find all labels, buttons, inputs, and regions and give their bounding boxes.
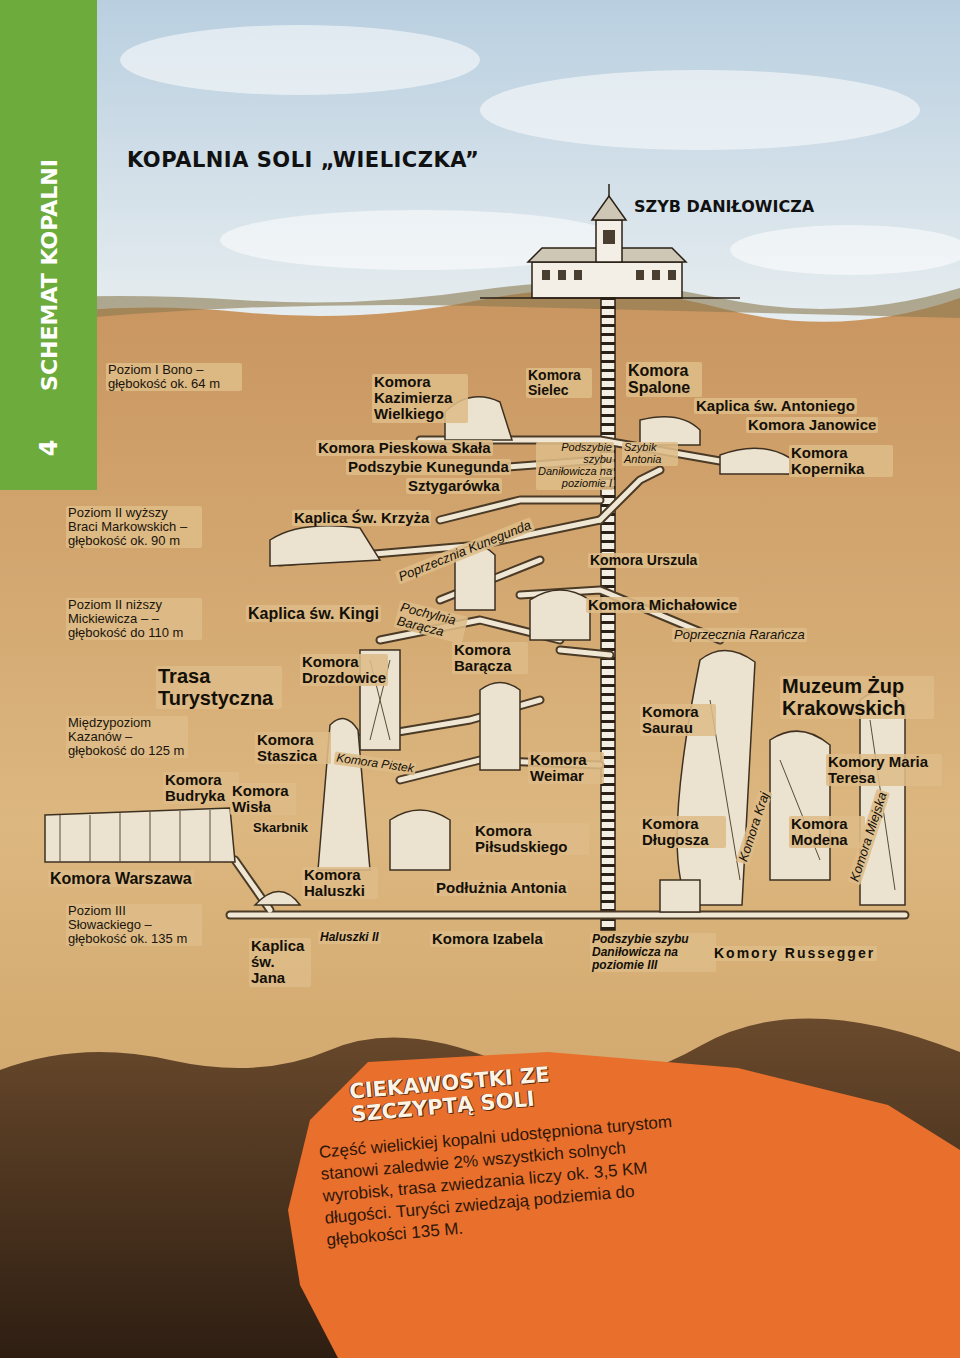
chamber-label: Sztygarówka (406, 478, 502, 494)
chamber-label: Komora Pistek (333, 751, 416, 775)
chamber-label: Komora Janowice (746, 417, 878, 433)
chamber-label: Komora Drozdowice (300, 654, 388, 686)
chamber-label: Podszybie Kunegunda (346, 459, 511, 475)
chamber-label: Kaplica św. Antoniego (694, 398, 857, 414)
chamber-label: Poprzecznia Rarańcza (672, 628, 807, 642)
ground (0, 290, 960, 1358)
chamber-label: Komora Warszawa (48, 870, 194, 887)
chamber-label: Komora Izabela (430, 931, 545, 947)
mine-shaft (601, 298, 615, 930)
page-title: KOPALNIA SOLI „WIELICZKA” (127, 148, 479, 172)
chamber-label: Komora Staszica (255, 732, 331, 764)
chamber-label: Komora Urszula (588, 553, 699, 568)
blob-shape (288, 1052, 960, 1358)
chamber-label: Skarbnik (251, 821, 310, 835)
chamber-label: Komora Piłsudskiego (473, 823, 589, 855)
chamber-label: Kaplica św. Kingi (246, 605, 381, 622)
topsoil (0, 283, 960, 326)
page-number: 4 (35, 440, 63, 457)
chamber-label: Komora Saurau (640, 704, 716, 736)
chamber-label: Kaplica Św. Krzyża (292, 510, 431, 526)
chamber-label: Pochylnia Barącza (394, 600, 469, 644)
chamber-label: Komora Modena (789, 816, 865, 848)
chamber-label: Komory Maria Teresa (826, 754, 942, 786)
deep-rock (0, 1018, 960, 1358)
chamber-label: Podszybie szybu Daniłowicza na poziomie … (536, 442, 614, 490)
level-label: Poziom III Słowackiego – głębokość ok. 1… (66, 904, 202, 946)
chamber-label: Komora Wisła (230, 783, 296, 815)
chamber-label: Poprzecznia Kunegunda (395, 517, 535, 585)
chamber-label: Komora Michałowice (586, 597, 739, 613)
chamber-label: Komora Kraj (736, 789, 773, 866)
chamber-label: Muzeum Żup Krakowskich (780, 676, 934, 719)
shaft-name: SZYB DANIŁOWICZA (632, 198, 816, 215)
fact-blob: CIEKAWOSTKI ZE SZCZYPTĄ SOLICzęść wielic… (288, 1050, 960, 1358)
chamber-label: Komory Russegger (712, 946, 877, 961)
level-label: Międzypoziom Kazanów – głębokość do 125 … (66, 716, 188, 758)
clouds (120, 25, 960, 275)
chamber-details (60, 660, 895, 890)
chamber-label: Komora Kopernika (789, 445, 893, 477)
section-heading: SCHEMAT KOPALNI (36, 159, 61, 391)
chamber-label: Podszybie szybu Daniłowicza na poziomie … (590, 933, 716, 972)
chamber-label: Podłużnia Antonia (434, 880, 568, 896)
chamber-label: Komora Budryka (163, 772, 239, 804)
chambers (45, 397, 905, 912)
chamber-label: Komora Spalone (626, 362, 702, 397)
level-label: Poziom II wyższy Braci Markowskich – głę… (66, 506, 202, 548)
chamber-label: Trasa Turystyczna (156, 666, 282, 709)
chamber-label: Komora Barącza (452, 642, 528, 674)
side-band: SCHEMAT KOPALNI 4 (0, 0, 97, 490)
chamber-label: Szybik Antonia (622, 442, 678, 466)
chamber-label: Haluszki II (318, 931, 381, 944)
level-label: Poziom II niższy Mickiewicza – – głęboko… (66, 598, 202, 640)
sky (0, 0, 960, 330)
chamber-label: Komora Kazimierza Wielkiego (372, 374, 468, 423)
chamber-label: Komora Długosza (640, 816, 726, 848)
level-label: Poziom I Bono – głębokość ok. 64 m (106, 363, 242, 391)
chamber-label: Komora Sielec (526, 368, 592, 398)
chamber-label: Komora Haluszki (302, 867, 378, 899)
chamber-label: Kaplica św. Jana (249, 938, 311, 987)
chamber-label: Komora Pieskowa Skała (316, 440, 493, 456)
chamber-label: Komora Weimar (528, 752, 604, 784)
